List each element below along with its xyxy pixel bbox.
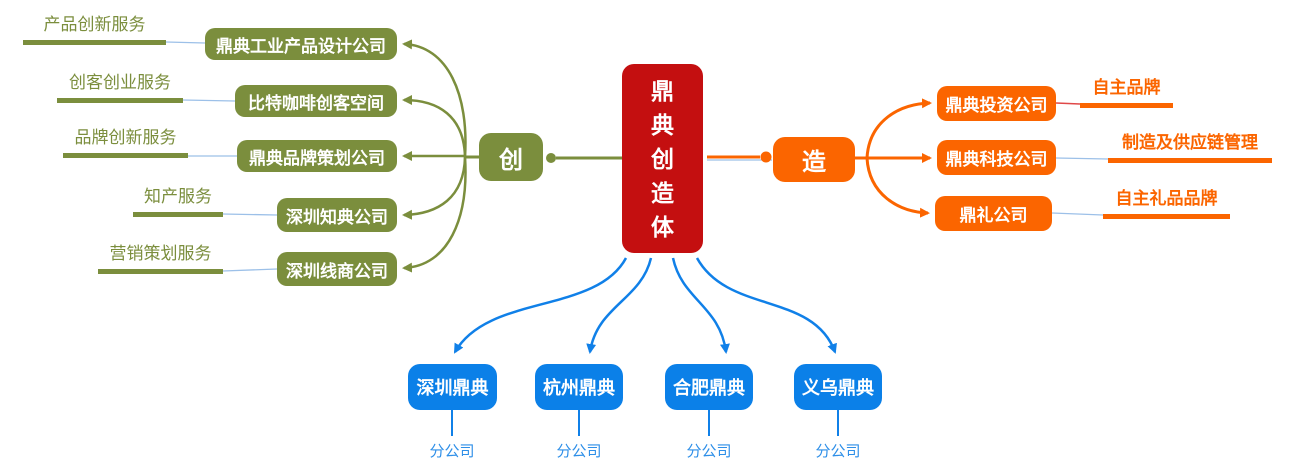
- city-type-label: 分公司: [686, 443, 732, 460]
- connector-curve: [402, 156, 467, 220]
- left-service-label[interactable]: 品牌创新服务: [63, 127, 188, 158]
- left-company-node[interactable]: 鼎典工业产品设计公司: [205, 28, 397, 60]
- city-type-label: 分公司: [815, 443, 861, 460]
- company-label: 鼎礼公司: [959, 206, 1028, 225]
- root-title: 鼎典创造体: [650, 77, 674, 240]
- label-link: [222, 268, 278, 272]
- city-label: 义乌鼎典: [802, 378, 874, 398]
- city-node[interactable]: 合肥鼎典: [665, 364, 753, 410]
- left-service-label[interactable]: 创客创业服务: [57, 72, 183, 103]
- left-company-node[interactable]: 比特咖啡创客空间: [235, 85, 397, 117]
- label-link-lines: [165, 41, 1109, 272]
- branch-node-create[interactable]: 创: [479, 133, 543, 181]
- label-link: [222, 213, 278, 216]
- left-company-node[interactable]: 鼎典品牌策划公司: [237, 140, 397, 172]
- company-label: 鼎典品牌策划公司: [249, 148, 385, 168]
- label-link: [165, 41, 206, 44]
- left-service-label[interactable]: 营销策划服务: [98, 243, 223, 274]
- connector-curve: [453, 257, 628, 354]
- connector-curve: [865, 157, 930, 218]
- right-service-label[interactable]: 制造及供应链管理: [1108, 132, 1272, 163]
- branch-node-make[interactable]: 造: [773, 137, 855, 182]
- city-node[interactable]: 义乌鼎典: [794, 364, 882, 410]
- company-label: 鼎典工业产品设计公司: [216, 36, 386, 56]
- right-branch-connectors: [707, 98, 932, 218]
- city-type-label: 分公司: [429, 443, 475, 460]
- company-label: 比特咖啡创客空间: [248, 93, 384, 113]
- root-node[interactable]: 鼎典创造体: [622, 64, 703, 253]
- right-service-label[interactable]: 自主品牌: [1080, 77, 1173, 108]
- connector-curve: [402, 39, 467, 158]
- label-link: [1051, 212, 1104, 216]
- connector-curve: [671, 257, 730, 354]
- right-company-node[interactable]: 鼎典投资公司: [937, 86, 1056, 121]
- city-type-label: 分公司: [556, 443, 602, 460]
- company-label: 深圳知典公司: [286, 207, 388, 227]
- right-service-label[interactable]: 自主礼品品牌: [1103, 188, 1230, 219]
- city-node[interactable]: 杭州鼎典: [535, 364, 623, 410]
- company-label: 深圳线商公司: [286, 261, 388, 281]
- city-label: 杭州鼎典: [543, 378, 615, 398]
- connector-curve: [586, 257, 653, 354]
- connector-curve: [402, 156, 467, 273]
- connector-curve: [865, 98, 932, 159]
- label-link: [182, 99, 236, 102]
- city-label: 深圳鼎典: [416, 378, 489, 398]
- connector-dot: [760, 151, 772, 163]
- connector-dot: [546, 153, 556, 163]
- bottom-branch-connectors: [451, 257, 839, 436]
- connector-curve: [402, 95, 467, 158]
- city-label: 合肥鼎典: [673, 378, 745, 398]
- left-company-node[interactable]: 深圳线商公司: [277, 252, 397, 286]
- left-branch-connectors: [402, 39, 622, 273]
- city-node[interactable]: 深圳鼎典: [408, 364, 497, 410]
- branch-label: 造: [802, 149, 826, 176]
- left-service-label[interactable]: 产品创新服务: [23, 14, 166, 45]
- company-label: 鼎典投资公司: [945, 96, 1048, 115]
- connector-curve: [695, 257, 837, 354]
- label-link: [1055, 157, 1109, 160]
- left-company-node[interactable]: 深圳知典公司: [277, 198, 397, 232]
- branch-label: 创: [499, 146, 523, 174]
- left-service-label[interactable]: 知产服务: [133, 186, 223, 217]
- label-link-red: [1055, 102, 1081, 105]
- right-company-node[interactable]: 鼎典科技公司: [937, 140, 1056, 175]
- company-label: 鼎典科技公司: [945, 150, 1048, 169]
- right-company-node[interactable]: 鼎礼公司: [935, 196, 1052, 231]
